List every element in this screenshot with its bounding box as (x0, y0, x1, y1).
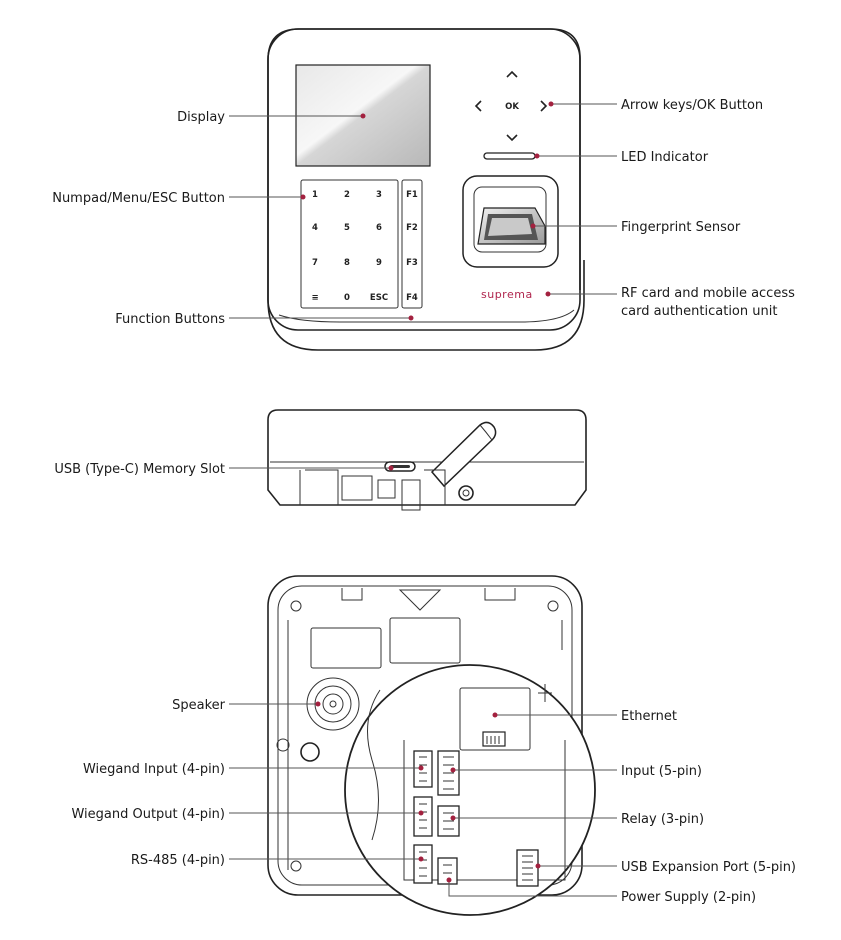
arrow-right-icon[interactable] (540, 100, 548, 112)
label-display: Display (177, 110, 225, 125)
key-f2[interactable]: F2 (406, 223, 418, 233)
connector-rs485[interactable] (413, 844, 433, 884)
key-8[interactable]: 8 (344, 258, 350, 268)
label-arrow-keys: Arrow keys/OK Button (621, 98, 763, 113)
connector-usb-expansion[interactable] (516, 849, 539, 887)
connector-power[interactable] (437, 857, 458, 885)
key-0[interactable]: 0 (344, 293, 350, 303)
key-esc[interactable]: ESC (370, 293, 388, 303)
function-keys-frame (401, 179, 423, 309)
key-7[interactable]: 7 (312, 258, 318, 268)
label-led: LED Indicator (621, 150, 709, 165)
label-usb-expansion: USB Expansion Port (5-pin) (621, 860, 796, 875)
label-usb-slot: USB (Type-C) Memory Slot (54, 462, 225, 477)
key-3[interactable]: 3 (376, 190, 382, 200)
key-menu[interactable]: ≡ (311, 293, 318, 303)
arrow-left-icon[interactable] (474, 100, 482, 112)
key-2[interactable]: 2 (344, 190, 350, 200)
label-rf-line1: RF card and mobile access (621, 286, 795, 301)
label-rf-line2: card authentication unit (621, 304, 777, 319)
fingerprint-sensor[interactable] (462, 175, 559, 268)
key-4[interactable]: 4 (312, 223, 318, 233)
label-speaker: Speaker (172, 698, 226, 713)
label-wiegand-in: Wiegand Input (4-pin) (83, 762, 225, 777)
label-fingerprint: Fingerprint Sensor (621, 220, 741, 235)
leader-lines (229, 101, 617, 897)
key-f1[interactable]: F1 (406, 190, 418, 200)
label-numpad: Numpad/Menu/ESC Button (52, 191, 225, 206)
connector-input[interactable] (437, 750, 460, 796)
label-ethernet: Ethernet (621, 709, 677, 724)
side-view (267, 409, 587, 511)
usb-cover-flap[interactable] (430, 421, 497, 488)
label-function-buttons: Function Buttons (115, 312, 225, 327)
key-1[interactable]: 1 (312, 190, 318, 200)
ok-button[interactable]: OK (505, 102, 519, 112)
magnified-connector-area (344, 664, 596, 916)
callout-labels: Display Numpad/Menu/ESC Button Function … (52, 98, 796, 905)
arrow-down-icon[interactable] (506, 134, 518, 142)
key-6[interactable]: 6 (376, 223, 382, 233)
key-f4[interactable]: F4 (406, 293, 418, 303)
ethernet-port[interactable] (482, 731, 506, 747)
numpad: 1 2 3 4 5 6 7 8 9 ≡ 0 ESC (311, 190, 388, 303)
key-f3[interactable]: F3 (406, 258, 418, 268)
label-wiegand-out: Wiegand Output (4-pin) (71, 807, 225, 822)
key-5[interactable]: 5 (344, 223, 350, 233)
connector-wiegand-out[interactable] (413, 796, 433, 837)
front-face (267, 28, 581, 331)
front-outer-shell (267, 260, 585, 351)
label-rs485: RS-485 (4-pin) (131, 853, 225, 868)
key-9[interactable]: 9 (376, 258, 382, 268)
back-view (267, 575, 596, 916)
brand-logo: suprema (481, 288, 533, 301)
label-relay: Relay (3-pin) (621, 812, 704, 827)
connector-relay[interactable] (437, 805, 460, 837)
arrow-keys[interactable]: OK (474, 70, 548, 142)
label-power: Power Supply (2-pin) (621, 890, 756, 905)
led-indicator (483, 152, 536, 160)
label-input: Input (5-pin) (621, 764, 702, 779)
numpad-frame (300, 179, 399, 309)
arrow-up-icon[interactable] (506, 70, 518, 78)
